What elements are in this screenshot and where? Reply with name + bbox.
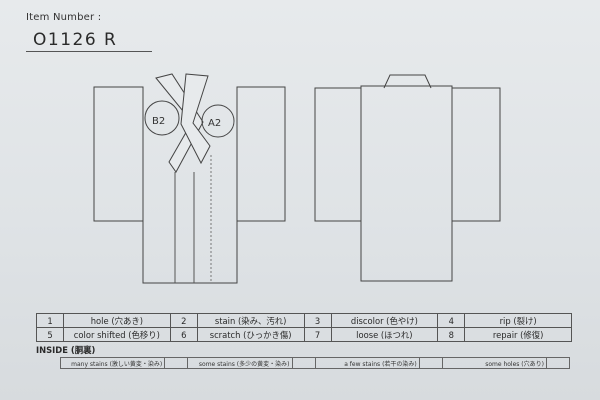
inside-condition-table: many stains (激しい黄変・染み) some stains (多少の黄…	[59, 357, 570, 369]
defect-legend-row: 1 hole (穴あき) 2 stain (染み、汚れ) 3 discolor …	[36, 313, 572, 328]
stain-marker-a2	[201, 104, 235, 138]
defect-scratch: scratch (ひっかき傷)	[196, 327, 305, 342]
inside-section-label: INSIDE (胴裏)	[36, 345, 96, 355]
item-number-value: O1126 R	[33, 30, 118, 50]
defect-stain: stain (染み、汚れ)	[196, 313, 305, 328]
mark-label-b2: B2	[152, 116, 165, 127]
back-body	[360, 85, 453, 282]
defect-number: 2	[169, 313, 198, 328]
back-right-sleeve	[451, 87, 501, 222]
defect-number: 4	[437, 313, 466, 328]
defect-number: 5	[36, 327, 64, 342]
item-number-label: Item Number :	[26, 12, 102, 23]
inside-condition-row: many stains (激しい黄変・染み) some stains (多少の黄…	[59, 357, 570, 369]
mark-label-a2: A2	[208, 118, 221, 129]
defect-number: 3	[303, 313, 332, 328]
defect-number: 7	[303, 327, 332, 342]
defect-discolor: discolor (色やけ)	[330, 313, 439, 328]
kimono-back-view	[314, 74, 501, 282]
inside-many-stains-checkbox[interactable]	[164, 357, 189, 369]
defect-legend-row: 5 color shifted (色移り) 6 scratch (ひっかき傷) …	[36, 327, 572, 342]
inside-some-stains-checkbox[interactable]	[291, 357, 316, 369]
inside-few-stains-label: a few stains (若干の染み)	[314, 357, 420, 369]
front-body	[142, 87, 238, 284]
front-right-sleeve	[236, 86, 286, 222]
defect-legend-table: 1 hole (穴あき) 2 stain (染み、汚れ) 3 discolor …	[36, 313, 572, 342]
defect-rip: rip (裂け)	[464, 313, 572, 328]
defect-repair: repair (修復)	[464, 327, 572, 342]
front-collar-right	[180, 73, 211, 165]
defect-number: 8	[437, 327, 466, 342]
inside-some-holes-label: some holes (穴あり)	[441, 357, 548, 369]
kimono-front-view	[93, 73, 286, 284]
item-number-underline	[26, 51, 152, 52]
back-left-sleeve	[314, 87, 362, 222]
defect-loose: loose (ほつれ)	[330, 327, 439, 342]
inside-few-stains-checkbox[interactable]	[418, 357, 443, 369]
inside-some-holes-checkbox[interactable]	[546, 357, 570, 369]
defect-color-shifted: color shifted (色移り)	[63, 327, 171, 342]
stain-marker-b2	[144, 100, 180, 136]
defect-number: 6	[169, 327, 198, 342]
back-collar	[383, 74, 432, 89]
inside-some-stains-label: some stains (多少の黄変・染み)	[187, 357, 293, 369]
defect-number: 1	[36, 313, 64, 328]
defect-hole: hole (穴あき)	[63, 313, 171, 328]
front-left-sleeve	[93, 86, 144, 222]
inside-many-stains-label: many stains (激しい黄変・染み)	[59, 357, 166, 369]
